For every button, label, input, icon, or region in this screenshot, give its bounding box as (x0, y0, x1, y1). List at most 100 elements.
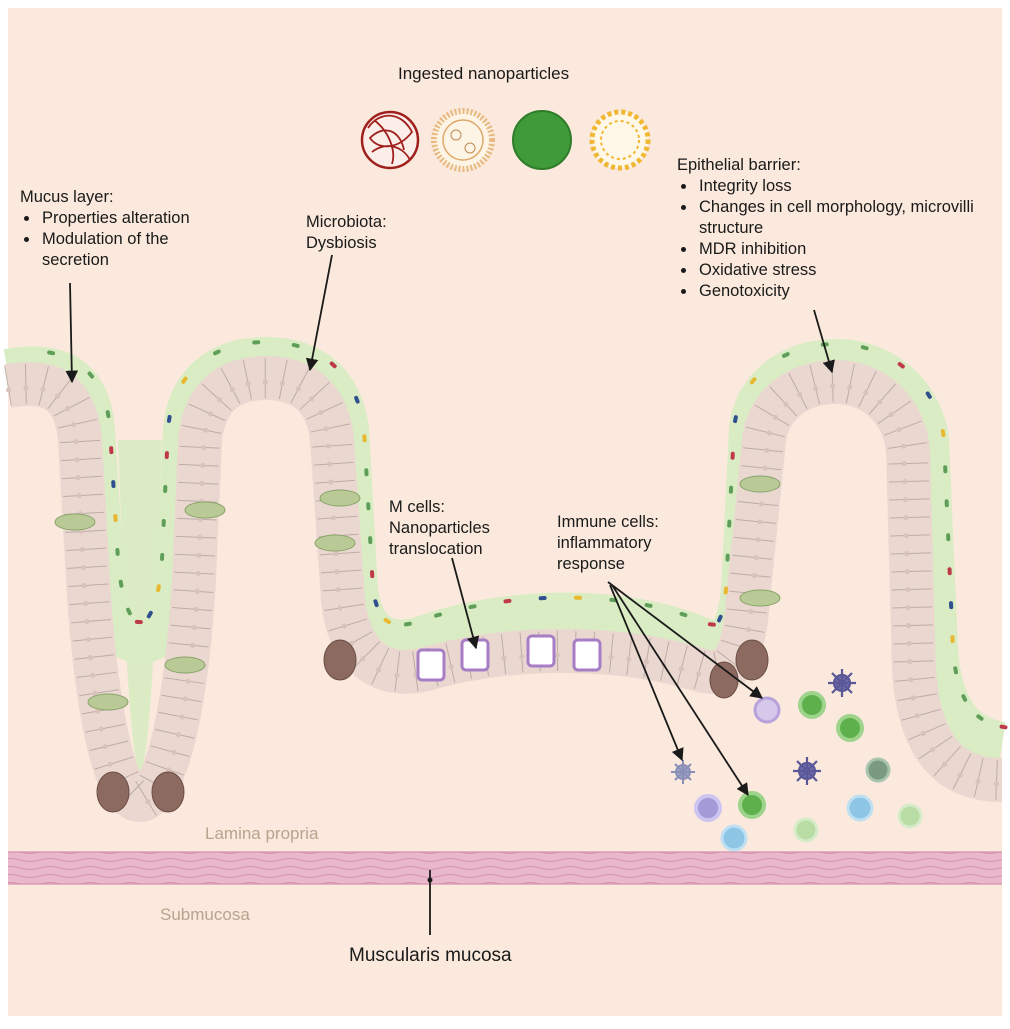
cell-nucleus (331, 515, 336, 520)
cell-nucleus (65, 406, 70, 411)
cell-nucleus (99, 726, 104, 731)
epithelial-label-list: Integrity loss Changes in cell morpholog… (677, 176, 1007, 302)
cell-nucleus (905, 587, 910, 592)
cell-nucleus (183, 696, 188, 701)
cell-nucleus (957, 772, 962, 777)
bacterium (729, 486, 733, 494)
cell-nucleus (376, 667, 381, 672)
cell-nucleus (754, 555, 759, 560)
cell-nucleus (208, 411, 213, 416)
cell-nucleus (90, 673, 95, 678)
cell-nucleus (103, 744, 108, 749)
mcells-line-2: Nanoparticles (389, 518, 490, 539)
bacterium (730, 452, 734, 460)
cell-nucleus (230, 387, 235, 392)
cell-nucleus (863, 390, 868, 395)
bacterium (162, 519, 166, 527)
cell-nucleus (172, 750, 177, 755)
cell-nucleus (830, 383, 835, 388)
cell-nucleus (903, 497, 908, 502)
cell-nucleus (696, 671, 701, 676)
cell-nucleus (86, 637, 91, 642)
cell-nucleus (746, 627, 751, 632)
cell-nucleus (326, 443, 331, 448)
cell-nucleus (336, 587, 341, 592)
cell-nucleus (764, 448, 769, 453)
cell-nucleus (280, 381, 285, 386)
cell-nucleus (334, 569, 339, 574)
epithelial-item-2: Changes in cell morphology, microvilli s… (697, 197, 999, 239)
cell-nucleus (904, 551, 909, 556)
bacterium (135, 620, 143, 624)
cell-nucleus (73, 439, 78, 444)
bacterium (115, 548, 119, 556)
cell-nucleus (905, 569, 910, 574)
epithelial-label-title: Epithelial barrier: (677, 155, 1007, 176)
cell-nucleus (180, 714, 185, 719)
immune-line-3: response (557, 554, 659, 575)
cell-nucleus (757, 519, 762, 524)
cell-nucleus (195, 589, 200, 594)
cell-nucleus (449, 664, 454, 669)
cell-nucleus (626, 656, 631, 661)
cell-nucleus (911, 695, 916, 700)
mucus-label: Mucus layer: Properties alteration Modul… (20, 187, 260, 271)
bacterium (160, 553, 164, 561)
cell-nucleus (263, 379, 268, 384)
cell-nucleus (324, 426, 329, 431)
mucus-item-1: Properties alteration (40, 208, 260, 229)
epithelial-item-4: Oxidative stress (697, 260, 1007, 281)
cell-nucleus (193, 607, 198, 612)
bacterium (111, 480, 115, 488)
epithelial-item-1: Integrity loss (697, 176, 1007, 197)
bacterium (539, 596, 547, 600)
cell-nucleus (360, 656, 365, 661)
cell-nucleus (203, 428, 208, 433)
cell-nucleus (81, 565, 86, 570)
cell-nucleus (296, 386, 301, 391)
microbiota-label-title: Microbiota: (306, 212, 387, 233)
cell-nucleus (930, 747, 935, 752)
mcells-line-1: M cells: (389, 497, 490, 518)
cell-nucleus (907, 641, 912, 646)
bacterium (947, 567, 951, 575)
cell-nucleus (903, 515, 908, 520)
cell-nucleus (185, 679, 190, 684)
cell-nucleus (906, 623, 911, 628)
cell-nucleus (394, 673, 399, 678)
microbiota-label-subtitle: Dysbiosis (306, 233, 387, 254)
bacterium (950, 635, 954, 643)
cell-nucleus (107, 762, 112, 767)
cell-nucleus (77, 493, 82, 498)
cell-nucleus (902, 479, 907, 484)
cell-nucleus (755, 537, 760, 542)
bacterium (949, 601, 953, 609)
bacterium (165, 451, 169, 459)
cell-nucleus (83, 601, 88, 606)
bacterium (109, 446, 113, 454)
cell-nucleus (608, 655, 613, 660)
cell-nucleus (176, 732, 181, 737)
cell-nucleus (200, 481, 205, 486)
bacterium (362, 434, 366, 442)
muscularis-mucosa-label: Muscularis mucosa (349, 945, 512, 966)
cell-nucleus (71, 422, 76, 427)
cell-nucleus (644, 659, 649, 664)
cell-nucleus (759, 501, 764, 506)
cell-nucleus (847, 385, 852, 390)
immune-label: Immune cells: inflammatory response (557, 512, 659, 575)
cell-nucleus (501, 655, 506, 660)
cell-nucleus (201, 445, 206, 450)
cell-nucleus (217, 397, 222, 402)
bacterium (366, 502, 370, 510)
cell-nucleus (921, 731, 926, 736)
submucosa-label: Submucosa (160, 904, 250, 925)
microbiota-label: Microbiota: Dysbiosis (306, 212, 387, 254)
immune-line-2: inflammatory (557, 533, 659, 554)
nanoparticle-solid-green (513, 111, 571, 169)
cell-nucleus (767, 430, 772, 435)
nanoparticle-vesicle-ring (592, 112, 648, 168)
cell-nucleus (82, 583, 87, 588)
cell-nucleus (318, 410, 323, 415)
